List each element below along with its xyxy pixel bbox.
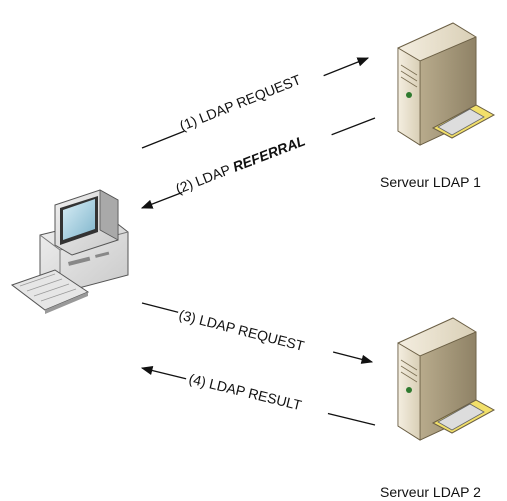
- server-1-icon: [397, 22, 496, 146]
- message-2-label: (2) LDAP REFERRAL: [173, 132, 307, 196]
- message-1-label: (1) LDAP REQUEST: [177, 71, 303, 134]
- client-computer-icon: [10, 189, 129, 314]
- server-2-icon: [397, 317, 496, 441]
- server-1-label: Serveur LDAP 1: [380, 174, 481, 190]
- server-2-label: Serveur LDAP 2: [380, 484, 481, 500]
